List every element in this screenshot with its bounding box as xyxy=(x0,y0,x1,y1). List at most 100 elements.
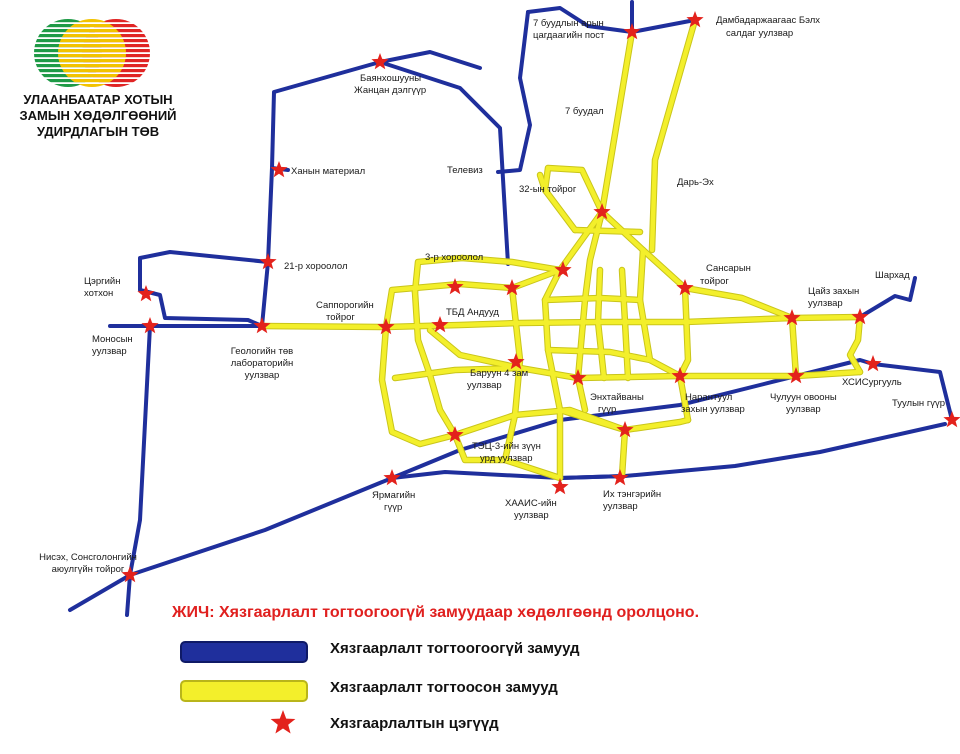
label-nisekh-1: Нисэх, Сонсголонгийн xyxy=(39,552,137,563)
logo-stripe xyxy=(82,79,150,83)
label-tuul-bridge: Туулын гүүр xyxy=(892,398,946,409)
checkpoint-star-icon xyxy=(623,23,641,40)
restricted-roads xyxy=(259,17,863,481)
logo-stripe xyxy=(58,84,126,87)
label-tets3-2: урд уулзвар xyxy=(480,453,533,464)
label-enkhtaivan-1: Энхтайваны xyxy=(590,392,644,403)
checkpoint-star-icon xyxy=(446,278,464,295)
label-monos-1: Моносын xyxy=(92,334,133,345)
logo-stripe xyxy=(34,84,102,87)
checkpoint-star-icon xyxy=(783,309,801,326)
logo-stripe xyxy=(34,79,102,83)
logo-stripe xyxy=(58,59,126,63)
checkpoint-star-icon xyxy=(270,161,288,178)
label-geology-2: лабораторийн xyxy=(230,358,294,369)
organization-name: УЛААНБААТАР ХОТЫН ЗАМЫН ХӨДӨЛГӨӨНИЙ УДИР… xyxy=(8,92,188,140)
checkpoint-star-icon xyxy=(259,253,277,270)
label-khsis: ХСИСургууль xyxy=(842,377,902,388)
label-dambadarjaa-1: Дамбадаржаагаас Бэлх xyxy=(716,15,821,26)
checkpoint-star-icon xyxy=(611,469,629,486)
logo-stripe xyxy=(58,74,126,78)
label-narantuul-2: захын уулзвар xyxy=(681,404,745,415)
checkpoint-star-icon xyxy=(569,369,587,386)
logo-stripe xyxy=(58,29,126,33)
label-tsaiz-1: Цайз захын xyxy=(808,286,860,297)
checkpoint-star-icon xyxy=(554,261,572,278)
label-monos-2: уулзвар xyxy=(92,346,127,357)
logo-stripe xyxy=(58,44,126,48)
checkpoint-star-icon xyxy=(593,203,611,220)
checkpoint-star-icon xyxy=(851,308,869,325)
checkpoints xyxy=(121,11,960,583)
checkpoint-star-icon xyxy=(141,317,159,334)
legend-restricted-swatch xyxy=(180,680,308,702)
three-circles-logo xyxy=(34,19,150,87)
label-7-buudal-post-2: цагдаагийн пост xyxy=(533,30,605,41)
logo-stripe xyxy=(58,79,126,83)
label-sapporo-1: Саппорогийн xyxy=(316,300,374,311)
logo-stripe xyxy=(58,34,126,38)
label-tsaiz-2: уулзвар xyxy=(808,298,843,309)
label-khanyn-material: Ханын материал xyxy=(291,166,366,177)
checkpoint-star-icon xyxy=(371,53,389,70)
label-ikh-tenger-2: уулзвар xyxy=(603,501,638,512)
unrestricted-roads xyxy=(68,0,954,617)
label-7-buudal: 7 буудал xyxy=(565,106,604,117)
checkpoint-star-icon xyxy=(431,316,449,333)
label-tsergiin-2: хотхон xyxy=(84,288,114,299)
legend-unrestricted-swatch xyxy=(180,641,308,663)
checkpoint-star-icon xyxy=(377,318,395,335)
label-yarmag-1: Ярмагийн xyxy=(372,490,416,501)
logo-stripe xyxy=(58,39,126,43)
checkpoint-star-icon xyxy=(253,317,271,334)
label-baruun-4-zam-2: уулзвар xyxy=(467,380,502,391)
checkpoint-star-icon xyxy=(507,353,525,370)
logo-stripe xyxy=(34,24,102,28)
label-tsergiin-1: Цэргийн xyxy=(84,276,121,287)
logo-stripe xyxy=(58,69,126,73)
label-narantuul-1: Нарантуул xyxy=(685,392,733,403)
label-bayankhoshuu-1: Баянхошууны xyxy=(360,73,422,84)
label-enkhtaivan-2: гүүр xyxy=(598,404,617,415)
org-line-1: УЛААНБААТАР ХОТЫН xyxy=(23,92,173,107)
checkpoint-star-icon xyxy=(121,566,139,583)
logo-stripe xyxy=(82,84,150,87)
legend-restricted-label: Хязгаарлалт тогтоосон замууд xyxy=(330,679,558,696)
legend-checkpoints-label: Хязгаарлалтын цэгүүд xyxy=(330,715,499,732)
checkpoint-star-icon xyxy=(686,11,704,28)
checkpoint-star-icon xyxy=(383,469,401,486)
note-text: ЖИЧ: Хязгаарлалт тогтоогоогүй замуудаар … xyxy=(172,604,700,621)
label-21r-khoroolol: 21-р хороолол xyxy=(284,261,348,272)
logo-stripe xyxy=(34,19,102,23)
checkpoint-star-icon xyxy=(787,367,805,384)
legend-unrestricted-label: Хязгаарлалт тогтоогоогүй замууд xyxy=(330,640,580,657)
logo-stripe xyxy=(58,24,126,28)
label-khaais-1: ХААИС-ийн xyxy=(505,498,557,509)
checkpoint-star-icon xyxy=(864,355,882,372)
label-baruun-4-zam-1: Баруун 4 зам xyxy=(470,368,529,379)
label-sapporo-2: тойрог xyxy=(326,312,355,323)
label-ikh-tenger-1: Их тэнгэрийн xyxy=(603,489,662,500)
checkpoint-star-icon xyxy=(943,411,960,428)
label-7-buudal-post-1: 7 буудлын арын xyxy=(533,18,604,29)
label-tets3-1: ТЭЦ-3-ийн зүүн xyxy=(472,441,541,452)
checkpoint-star-icon xyxy=(616,421,634,438)
label-televiz: Телевиз xyxy=(447,165,483,176)
checkpoint-star-icon xyxy=(671,367,689,384)
logo-stripe xyxy=(82,19,150,23)
label-tbd-anduud: ТБД Андууд xyxy=(446,307,499,318)
logo-stripe xyxy=(58,64,126,68)
checkpoint-star-icon xyxy=(551,478,569,495)
label-khaais-2: уулзвар xyxy=(514,510,549,521)
label-chuluun-ovoo-2: уулзвар xyxy=(786,404,821,415)
logo-stripe xyxy=(58,49,126,53)
org-line-2: ЗАМЫН ХӨДӨЛГӨӨНИЙ xyxy=(19,108,177,123)
checkpoint-star-icon xyxy=(503,279,521,296)
checkpoint-star-icon xyxy=(676,279,694,296)
label-geology-3: уулзвар xyxy=(244,370,280,381)
checkpoint-star-icon xyxy=(446,426,464,443)
label-sansar-2: тойрог xyxy=(700,276,729,287)
label-chuluun-ovoo-1: Чулуун овооны xyxy=(770,392,837,403)
org-line-3: УДИРДЛАГЫН ТӨВ xyxy=(36,124,160,139)
